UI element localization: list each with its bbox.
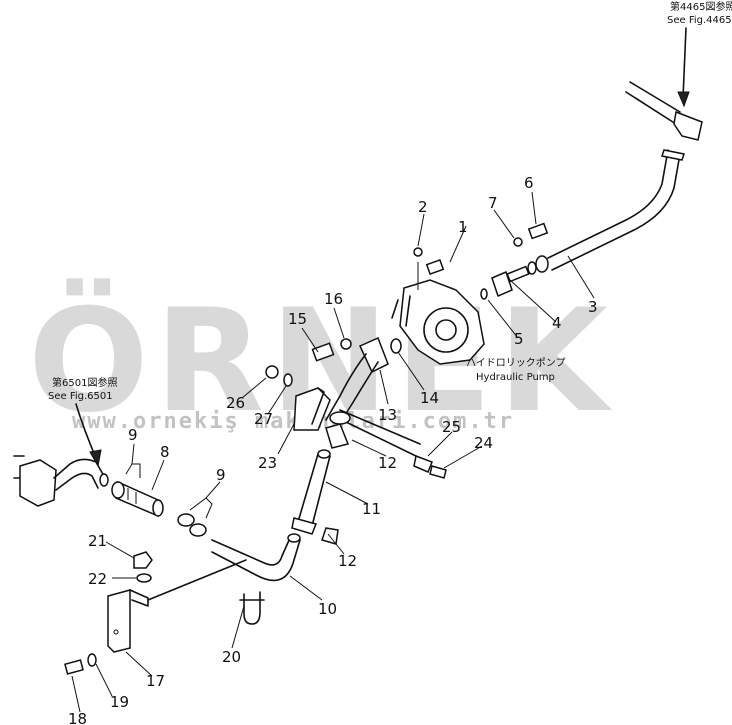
ref-4465-jp: 第4465図参照 bbox=[670, 0, 732, 13]
callout-9a: 9 bbox=[128, 426, 138, 444]
callout-7: 7 bbox=[488, 194, 498, 212]
hydraulic-pump bbox=[391, 262, 485, 365]
callout-20: 20 bbox=[222, 648, 241, 666]
ref-arrow-6501-head bbox=[89, 449, 102, 468]
leader-lines bbox=[71, 191, 595, 713]
callout-25: 25 bbox=[442, 418, 461, 436]
callout-12a: 12 bbox=[378, 454, 397, 472]
callout-5: 5 bbox=[514, 330, 524, 348]
callout-10: 10 bbox=[318, 600, 337, 618]
bolt-washer-left bbox=[64, 653, 97, 675]
hose-11 bbox=[291, 449, 339, 545]
pipe-upper-assembly bbox=[527, 81, 703, 275]
callout-22: 22 bbox=[88, 570, 107, 588]
callout-3: 3 bbox=[588, 298, 598, 316]
callout-11: 11 bbox=[362, 500, 381, 518]
callout-27: 27 bbox=[254, 410, 273, 428]
pump-label-jp: ハイドロリックポンプ bbox=[466, 357, 566, 369]
nut-washer-left bbox=[133, 551, 153, 583]
callout-21: 21 bbox=[88, 532, 107, 550]
callout-9b: 9 bbox=[216, 466, 226, 484]
callout-16: 16 bbox=[324, 290, 343, 308]
suction-elbow bbox=[265, 336, 389, 427]
callout-18: 18 bbox=[68, 710, 87, 725]
u-bolt-20 bbox=[239, 591, 265, 625]
callout-4: 4 bbox=[552, 314, 562, 332]
fitting-12 bbox=[325, 409, 447, 479]
callout-17: 17 bbox=[146, 672, 165, 690]
callout-8: 8 bbox=[160, 443, 170, 461]
callout-24: 24 bbox=[474, 434, 493, 452]
bracket-17 bbox=[107, 559, 247, 653]
callout-2: 2 bbox=[418, 198, 428, 216]
callout-26: 26 bbox=[226, 394, 245, 412]
callout-1: 1 bbox=[458, 218, 468, 236]
clamps-9-lower bbox=[177, 513, 207, 537]
ref-arrow-4465 bbox=[682, 27, 687, 99]
callout-15: 15 bbox=[288, 310, 307, 328]
callout-23: 23 bbox=[258, 454, 277, 472]
ref-arrow-4465-head bbox=[677, 91, 690, 108]
upper-small-parts bbox=[390, 222, 549, 354]
ref-4465-en: See Fig.4465 bbox=[667, 15, 732, 26]
callout-19: 19 bbox=[110, 693, 129, 711]
ref-6501-en: See Fig.6501 bbox=[48, 391, 113, 402]
callout-12b: 12 bbox=[338, 552, 357, 570]
pump-label-en: Hydraulic Pump bbox=[476, 372, 555, 383]
left-pipe-assembly bbox=[13, 455, 164, 518]
watermark-url: www.ornekiş makinalari.com.tr bbox=[72, 409, 514, 434]
callout-13: 13 bbox=[378, 406, 397, 424]
callout-numbers: 1 2 3 4 5 6 7 8 9 9 10 11 12 12 13 14 15… bbox=[68, 174, 598, 725]
pipe-10 bbox=[211, 533, 301, 582]
ref-6501-jp: 第6501図参照 bbox=[52, 376, 117, 389]
callout-6: 6 bbox=[524, 174, 534, 192]
callout-14: 14 bbox=[420, 389, 439, 407]
